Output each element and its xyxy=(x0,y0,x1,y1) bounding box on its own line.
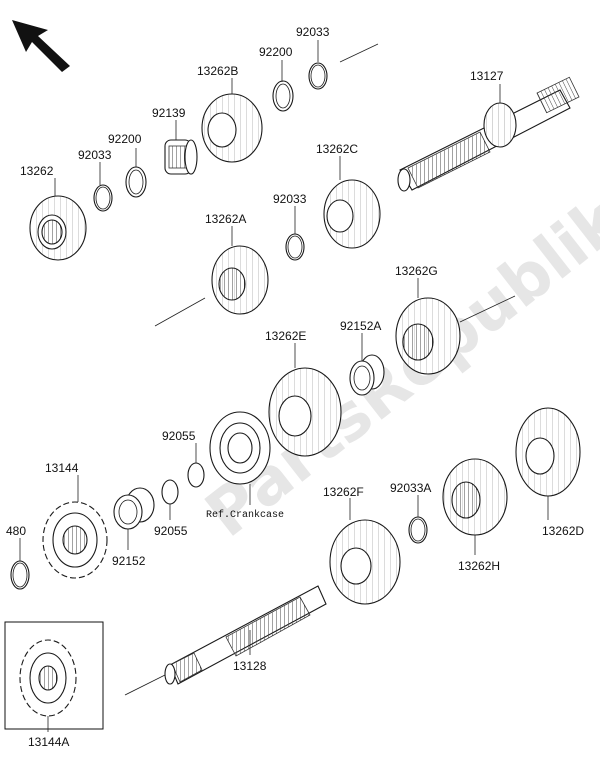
leader-lines xyxy=(19,40,549,732)
upper-axis-line xyxy=(154,43,379,327)
gear-13262D[interactable] xyxy=(515,407,581,497)
label-92200-top: 92200 xyxy=(259,45,293,59)
gear-13262H[interactable] xyxy=(442,458,508,536)
label-13262: 13262 xyxy=(20,164,54,178)
label-13144: 13144 xyxy=(45,461,79,475)
collar-92152[interactable] xyxy=(113,487,155,530)
gear-13262G[interactable] xyxy=(395,297,461,375)
label-92033-top: 92033 xyxy=(296,25,330,39)
bushing-92152A[interactable] xyxy=(349,354,385,396)
washer-92200-mid[interactable] xyxy=(125,166,147,198)
circlip-480[interactable] xyxy=(10,560,30,590)
input-shaft-13127[interactable] xyxy=(397,76,580,192)
label-ref-crankcase: Ref.Crankcase xyxy=(206,509,284,521)
part-labels: 92033 92200 13262B 92139 92200 92033 132… xyxy=(6,25,584,749)
middle-axis-line xyxy=(459,295,516,323)
label-13262E: 13262E xyxy=(265,329,306,343)
label-13262A: 13262A xyxy=(205,212,246,226)
label-92055-bottom: 92055 xyxy=(154,524,188,538)
front-direction-arrow-icon xyxy=(12,20,70,72)
label-13262H: 13262H xyxy=(458,559,500,573)
output-shaft-13128[interactable] xyxy=(164,585,327,685)
label-92152: 92152 xyxy=(112,554,146,568)
label-92033A: 92033A xyxy=(390,481,431,495)
washer-92200-top[interactable] xyxy=(272,80,294,112)
gear-13262B[interactable] xyxy=(201,93,263,163)
gear-13262F[interactable] xyxy=(329,519,401,605)
gear-13262[interactable] xyxy=(29,195,87,261)
label-92200-mid: 92200 xyxy=(108,132,142,146)
label-92152A: 92152A xyxy=(340,319,381,333)
label-13262F: 13262F xyxy=(323,485,364,499)
label-13128: 13128 xyxy=(233,659,267,673)
label-13127: 13127 xyxy=(470,69,504,83)
label-13144A: 13144A xyxy=(28,735,69,749)
circlip-92033A[interactable] xyxy=(408,516,428,544)
needle-bearing-92139[interactable] xyxy=(164,139,198,175)
gear-13262E[interactable] xyxy=(268,367,342,457)
label-480: 480 xyxy=(6,524,26,538)
label-13262C: 13262C xyxy=(316,142,358,156)
circlip-92033-c[interactable] xyxy=(285,233,305,261)
bearing-ref-crankcase[interactable] xyxy=(209,411,271,485)
label-92139: 92139 xyxy=(152,106,186,120)
inset-box xyxy=(4,621,104,730)
label-13262B: 13262B xyxy=(197,64,238,78)
gear-13262A[interactable] xyxy=(211,245,269,315)
gear-13262C[interactable] xyxy=(323,179,381,249)
label-13262D: 13262D xyxy=(542,524,584,538)
label-13262G: 13262G xyxy=(395,264,438,278)
o-ring-92055-bottom[interactable] xyxy=(161,479,179,505)
sprocket-13144[interactable] xyxy=(42,501,108,579)
label-92033-c: 92033 xyxy=(273,192,307,206)
watermark-text: PartsRepublik xyxy=(193,182,600,552)
o-ring-92055-top[interactable] xyxy=(187,462,205,488)
sprocket-13144A[interactable] xyxy=(19,639,77,717)
circlip-92033-mid[interactable] xyxy=(93,184,113,212)
label-92055-top: 92055 xyxy=(162,429,196,443)
label-92033-mid: 92033 xyxy=(78,148,112,162)
circlip-92033-top[interactable] xyxy=(308,62,328,90)
lower-axis-line xyxy=(124,674,166,696)
